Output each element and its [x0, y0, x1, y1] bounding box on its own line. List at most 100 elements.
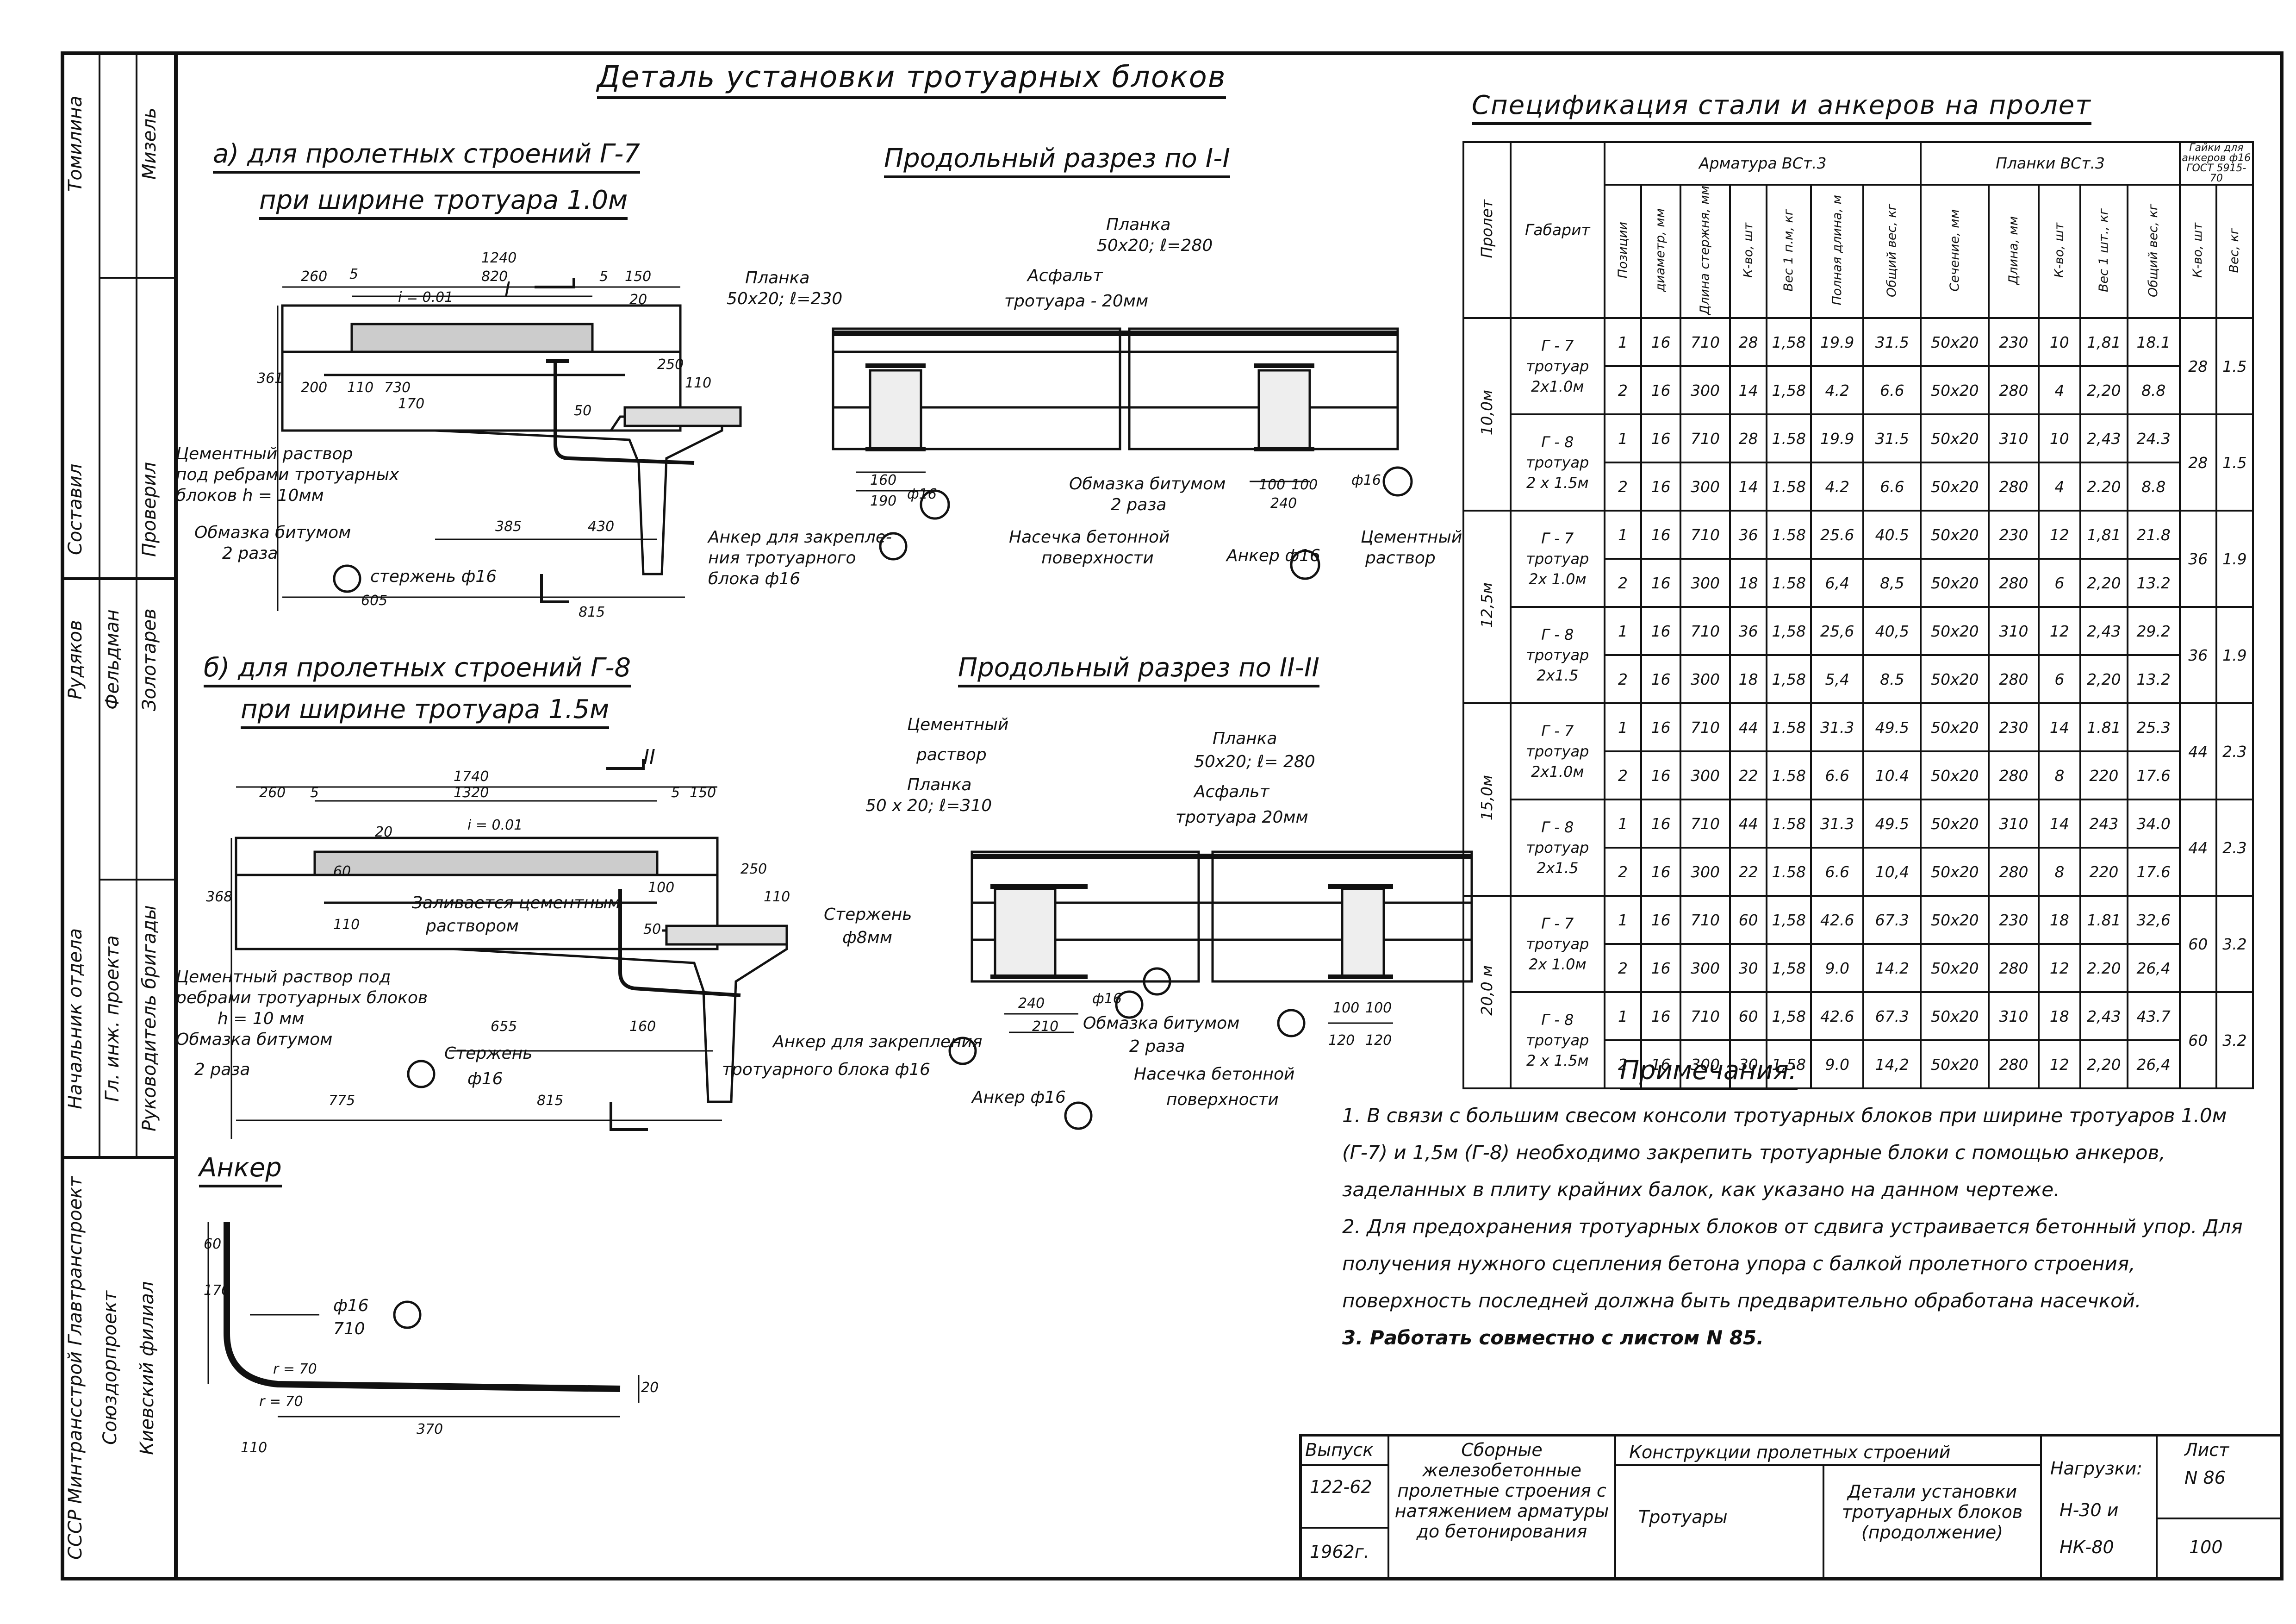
spec-cell: 710 — [1679, 895, 1731, 945]
tb-issue: 122-62 — [1310, 1477, 1372, 1497]
spec-h-span: Пролет — [1462, 141, 1512, 319]
spec-nuts-cell: 3.2 — [2215, 991, 2254, 1090]
spec-cell: 1,58 — [1766, 654, 1812, 705]
spec-cell: 25.3 — [2126, 702, 2181, 753]
spec-cell: 16 — [1640, 413, 1681, 464]
spec-cell: 50х20 — [1920, 558, 1990, 608]
spec-cell: 21.8 — [2126, 510, 2181, 560]
dim-c2-120b: 120 — [1365, 1032, 1392, 1049]
anchor-dim-60: 60 — [204, 1236, 222, 1252]
dim-c2-100b: 100 — [1365, 1000, 1392, 1016]
label-c2-notch2: поверхности — [1166, 1090, 1279, 1109]
spec-cell: 1 — [1604, 413, 1643, 464]
spec-cell: 300 — [1679, 750, 1731, 801]
role-chief: Гл. инж. проекта — [102, 935, 123, 1102]
anchor-dim-170: 170 — [204, 1282, 230, 1299]
spec-cell: 14,2 — [1862, 1039, 1922, 1090]
spec-table: Пролет Габарит Арматура ВСт.3 Планки ВСт… — [1462, 141, 2254, 1090]
spec-cell: 280 — [1988, 462, 2040, 512]
spec-cell: 1.58 — [1766, 702, 1812, 753]
spec-cell: 6 — [2037, 654, 2082, 705]
spec-cell: 300 — [1679, 365, 1731, 416]
anchor-len: 710 — [333, 1319, 365, 1338]
dim-a-110: 110 — [347, 380, 374, 396]
label-b-cement3: h = 10 мм — [218, 1009, 305, 1028]
spec-cell: 1,81 — [2079, 317, 2128, 368]
spec-cell: 1 — [1604, 606, 1643, 656]
spec-cell: 220 — [2079, 847, 2128, 897]
spec-cell: 1,58 — [1766, 991, 1812, 1042]
spec-cell: 10 — [2037, 317, 2082, 368]
tb-issue-label: Выпуск — [1305, 1440, 1374, 1460]
dim-b-100: 100 — [648, 880, 675, 896]
spec-cell: 280 — [1988, 365, 2040, 416]
spec-subheader: Сечение, мм — [1920, 183, 1990, 319]
dim-b-110b: 110 — [764, 889, 790, 905]
spec-cell: 2,20 — [2079, 558, 2128, 608]
spec-cell: 4 — [2037, 365, 2082, 416]
spec-title: Спецификация стали и анкеров на пролет — [1472, 90, 2091, 125]
spec-cell: 17.6 — [2126, 750, 2181, 801]
label-b-bitumen2: 2 раза — [194, 1060, 250, 1079]
spec-nuts-cell: 3.2 — [2215, 895, 2254, 993]
sec-mark-b: II — [643, 745, 655, 769]
spec-cell: 9.0 — [1810, 943, 1865, 993]
note-1: 1. В связи с большим свесом консоли трот… — [1342, 1104, 2227, 1201]
label-b-rod2: ф16 — [467, 1069, 503, 1088]
cut-1-1 — [832, 327, 1413, 580]
label-c2-bitumen: Обмазка битумом — [1083, 1014, 1240, 1033]
anchor-detail — [207, 1222, 640, 1418]
spec-cell: 230 — [1988, 895, 2040, 945]
label-c2-notch: Насечка бетонной — [1134, 1065, 1295, 1084]
spec-cell: 1,58 — [1766, 895, 1812, 945]
spec-cell: 8.5 — [1862, 654, 1922, 705]
spec-cell: 6 — [2037, 558, 2082, 608]
spec-cell: 1,81 — [2079, 510, 2128, 560]
phi-c1b: ф16 — [1351, 472, 1381, 488]
anchor-dim-20: 20 — [641, 1380, 659, 1396]
label-c1-anchor: Анкер ф16 — [1226, 546, 1320, 565]
section-b-title: б) для пролетных строений Г-8 — [204, 653, 631, 687]
anchor-r2: r = 70 — [259, 1393, 303, 1410]
label-a-anchor3: блока ф16 — [708, 569, 801, 588]
dim-b-260: 260 — [259, 785, 286, 801]
spec-cell: 1 — [1604, 799, 1643, 849]
tb-series: Сборные железобетонные пролетные строени… — [1394, 1440, 1609, 1542]
notes-title: Примечания: — [1620, 1056, 1798, 1090]
spec-cell: 67.3 — [1862, 991, 1922, 1042]
dim-c1-160: 160 — [870, 472, 897, 488]
label-c1-notch2: поверхности — [1041, 549, 1154, 568]
spec-cell: 300 — [1679, 654, 1731, 705]
spec-cell: 43.7 — [2126, 991, 2181, 1042]
spec-cell: 710 — [1679, 606, 1731, 656]
spec-cell: 710 — [1679, 317, 1731, 368]
spec-cell: 31.3 — [1810, 799, 1865, 849]
spec-cell: 1 — [1604, 991, 1643, 1042]
spec-cell: 60 — [1729, 991, 1768, 1042]
spec-subheader: Полная длина, м — [1810, 183, 1865, 319]
spec-nuts-cell: 1.5 — [2215, 317, 2254, 416]
dim-b-775: 775 — [329, 1093, 355, 1109]
spec-cell: 18 — [2037, 991, 2082, 1042]
spec-subheader: Позиции — [1604, 183, 1643, 319]
spec-nuts-cell: 28 — [2178, 317, 2217, 416]
name-rudyakov: Рудяков — [65, 620, 86, 700]
spec-cell: 280 — [1988, 750, 2040, 801]
spec-cell: 16 — [1640, 750, 1681, 801]
label-c2-cement: Цементный — [907, 715, 1009, 734]
spec-cell: 49.5 — [1862, 799, 1922, 849]
spec-subheader: К-во, шт — [2037, 183, 2082, 319]
spec-cell: 310 — [1988, 991, 2040, 1042]
spec-h-nuts: Гайки для анкеров ф16 ГОСТ 5915-70 — [2178, 141, 2254, 186]
label-a-cement2: под ребрами тротуарных — [176, 465, 399, 484]
spec-cell: 1,58 — [1766, 606, 1812, 656]
spec-cell: 16 — [1640, 654, 1681, 705]
spec-cell: 6,4 — [1810, 558, 1865, 608]
spec-cell: 230 — [1988, 702, 2040, 753]
spec-nuts-cell: 1.5 — [2215, 413, 2254, 512]
spec-cell: 16 — [1640, 702, 1681, 753]
spec-cell: 2 — [1604, 654, 1643, 705]
